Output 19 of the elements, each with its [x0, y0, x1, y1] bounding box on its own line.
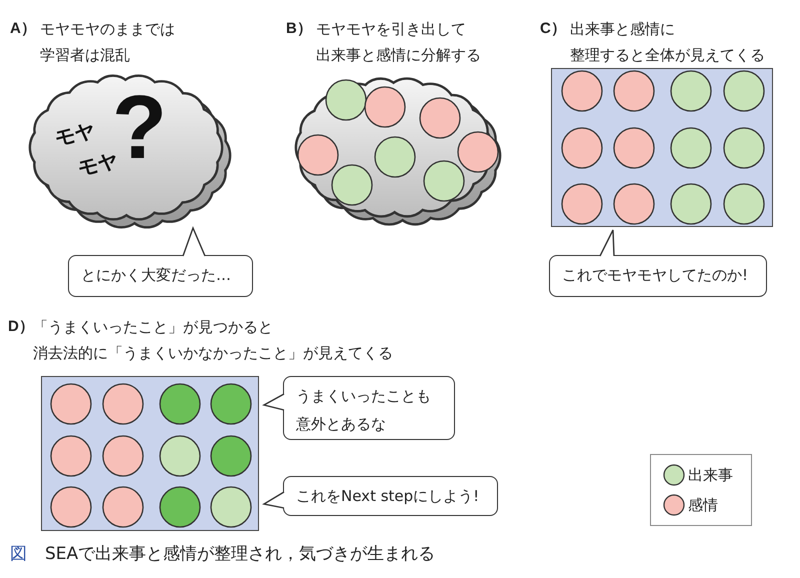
panel-letter: D）: [8, 317, 34, 337]
grouping-panel: [41, 376, 259, 531]
panel-heading: モヤモヤのままでは学習者は混乱: [40, 19, 175, 66]
speech-bubble: うまくいったことも意外とあるな: [283, 376, 455, 440]
panel-letter: C）: [540, 19, 566, 39]
legend-text: 感情: [688, 495, 718, 516]
panel-heading: モヤモヤを引き出して出来事と感情に分解する: [316, 19, 481, 66]
figure-caption: SEAで出来事と感情が整理され，気づきが生まれる: [45, 543, 436, 566]
figure-label: 図: [10, 543, 27, 566]
cloud-text: モヤ: [53, 120, 97, 150]
panel-heading: 出来事と感情に整理すると全体が見えてくる: [570, 19, 765, 66]
legend-text: 出来事: [688, 465, 733, 486]
cloud-text: モヤ: [76, 150, 120, 180]
panel-letter: A）: [10, 19, 36, 39]
grouping-panel: [551, 68, 773, 227]
speech-bubble: これをNext stepにしよう!: [283, 476, 498, 516]
speech-bubble: これでモヤモヤしてたのか!: [549, 255, 767, 297]
panel-heading: 「うまくいったこと」が見つかると消去法的に「うまくいかなかったこと」が見えてくる: [33, 317, 393, 364]
panel-letter: B）: [286, 19, 312, 39]
